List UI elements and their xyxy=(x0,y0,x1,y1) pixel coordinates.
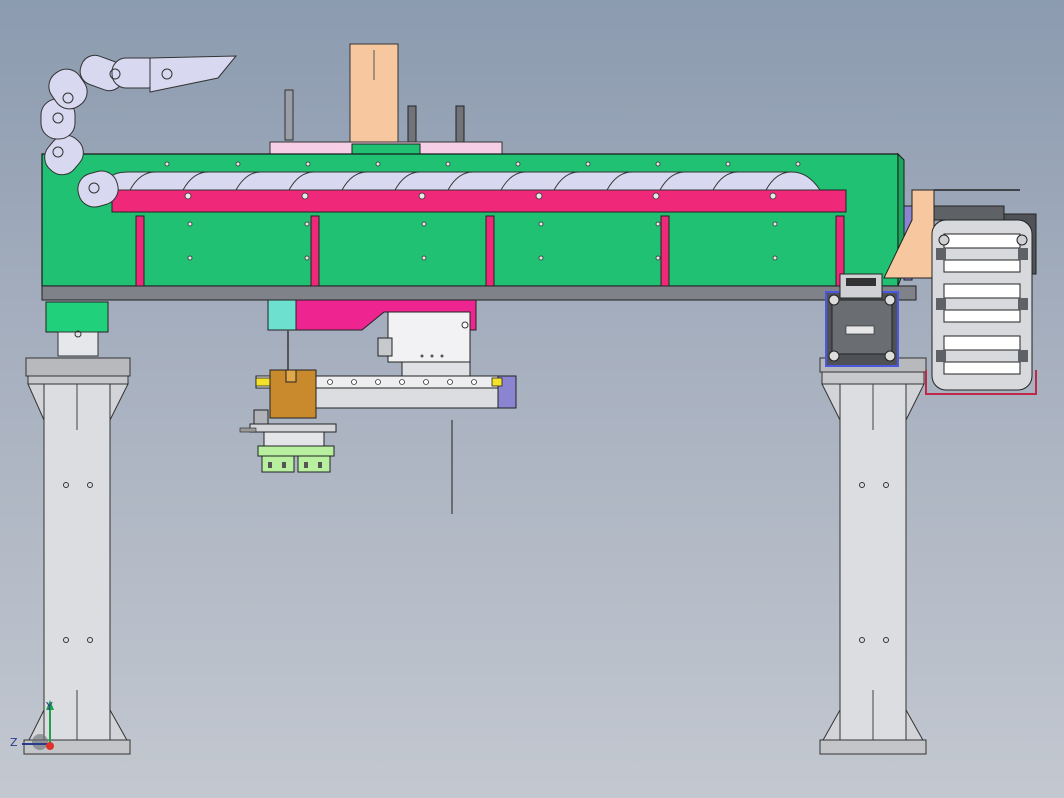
top-slider xyxy=(269,43,503,155)
triad-y-label: Y xyxy=(45,700,53,713)
motor xyxy=(825,273,899,367)
right-cable-chain xyxy=(883,189,1037,395)
carriage xyxy=(255,299,517,514)
left-column xyxy=(23,301,131,755)
triad-z-label: Z xyxy=(10,736,18,749)
cable-chain xyxy=(40,54,821,208)
gripper xyxy=(239,369,337,473)
right-column xyxy=(819,357,927,755)
axis-triad: Y Z xyxy=(10,700,54,750)
